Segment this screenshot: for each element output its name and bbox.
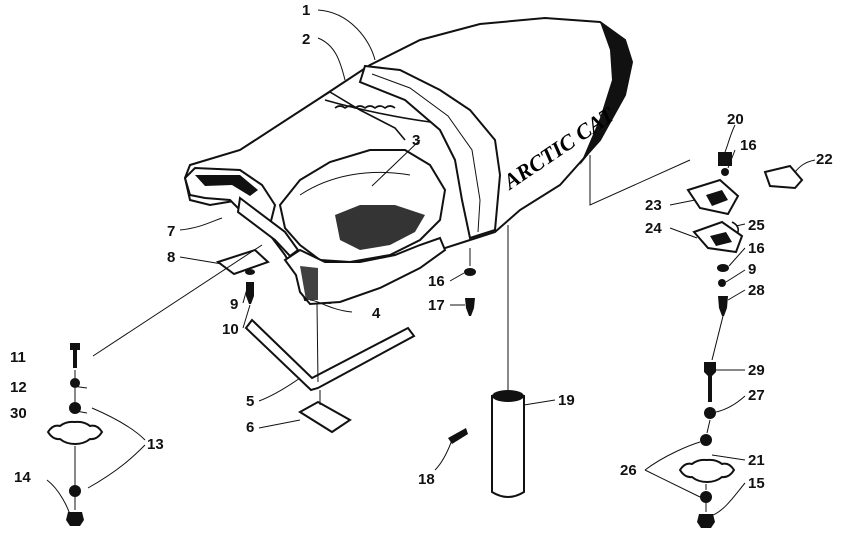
callout-5: 5 (246, 393, 254, 410)
washer-30 (69, 402, 81, 414)
seat-edge-shading (580, 22, 632, 165)
callout-21: 21 (748, 452, 765, 469)
callout-20: 20 (727, 111, 744, 128)
pole-19 (491, 395, 525, 498)
washer-9 (245, 269, 255, 275)
stud-29 (704, 362, 716, 402)
callout-labels: 1 2 3 4 5 6 7 8 9 10 11 12 30 13 14 16 1… (10, 2, 833, 492)
callout-12: 12 (10, 379, 27, 396)
washer-9-right (718, 279, 726, 287)
seat-rear-edge (319, 91, 406, 141)
callout-11: 11 (10, 349, 26, 366)
callout-30: 30 (10, 405, 27, 422)
leader-lines (46, 9, 816, 516)
seat-foam-texture (335, 205, 425, 250)
knob-21 (678, 458, 736, 484)
washer-16-right-top (721, 168, 729, 176)
screw-18 (448, 428, 468, 444)
spacer-20 (718, 152, 732, 166)
callout-16-center: 16 (428, 273, 445, 290)
callout-7: 7 (167, 223, 175, 240)
callout-29: 29 (748, 362, 765, 379)
washer-26-bottom (700, 491, 712, 503)
washer-16-right (717, 264, 729, 272)
callout-27: 27 (748, 387, 765, 404)
seat-strap-inner (371, 73, 481, 233)
nut-14 (66, 512, 84, 526)
pole-19-top (492, 390, 524, 402)
callout-15: 15 (748, 475, 765, 492)
seat-strap (358, 64, 502, 240)
callout-9-right: 9 (748, 261, 756, 278)
callout-23: 23 (645, 197, 662, 214)
callout-9: 9 (230, 296, 238, 313)
bolt-17 (465, 298, 475, 316)
rod-5 (244, 318, 416, 392)
callout-26: 26 (620, 462, 637, 479)
callout-6: 6 (246, 419, 254, 436)
callout-24: 24 (645, 220, 662, 237)
washer-26-top (700, 434, 712, 446)
washer-16-center (464, 268, 476, 276)
pad-6 (298, 400, 352, 434)
callout-10: 10 (222, 321, 239, 338)
latch-23-detail (706, 190, 728, 206)
washer-13 (69, 485, 81, 497)
callout-28: 28 (748, 282, 765, 299)
callout-2: 2 (302, 31, 310, 48)
callout-17: 17 (428, 297, 445, 314)
seat-base-pan (283, 236, 447, 306)
seat-hinge-bracket (236, 196, 300, 258)
washer-12 (70, 378, 80, 388)
latch-22 (763, 164, 804, 190)
screw-10 (246, 282, 254, 304)
seat-rear-hood-dark (195, 175, 258, 196)
callout-8: 8 (167, 249, 175, 266)
seat-base-shade (300, 266, 318, 300)
callout-1: 1 (302, 2, 310, 19)
callout-13: 13 (147, 436, 164, 453)
seat-trim-edge (334, 105, 396, 110)
knob-13 (46, 420, 104, 446)
callout-22: 22 (816, 151, 833, 168)
latch-24-detail (710, 232, 732, 246)
seat-foam-top (299, 171, 411, 196)
callout-16-right: 16 (748, 240, 765, 257)
plate-8 (215, 248, 270, 276)
callout-14: 14 (14, 469, 31, 486)
callout-25: 25 (748, 217, 765, 234)
hardware-left (46, 248, 416, 526)
hardware-center (448, 225, 525, 498)
nut-15 (697, 514, 715, 528)
bolt-11 (70, 343, 80, 368)
callout-19: 19 (558, 392, 575, 409)
callout-16-right-top: 16 (740, 137, 757, 154)
callout-18: 18 (418, 471, 435, 488)
nut-27 (704, 407, 716, 419)
callout-4: 4 (372, 305, 381, 322)
screw-28 (718, 296, 728, 316)
hardware-right (589, 152, 804, 528)
callout-3: 3 (412, 132, 420, 149)
